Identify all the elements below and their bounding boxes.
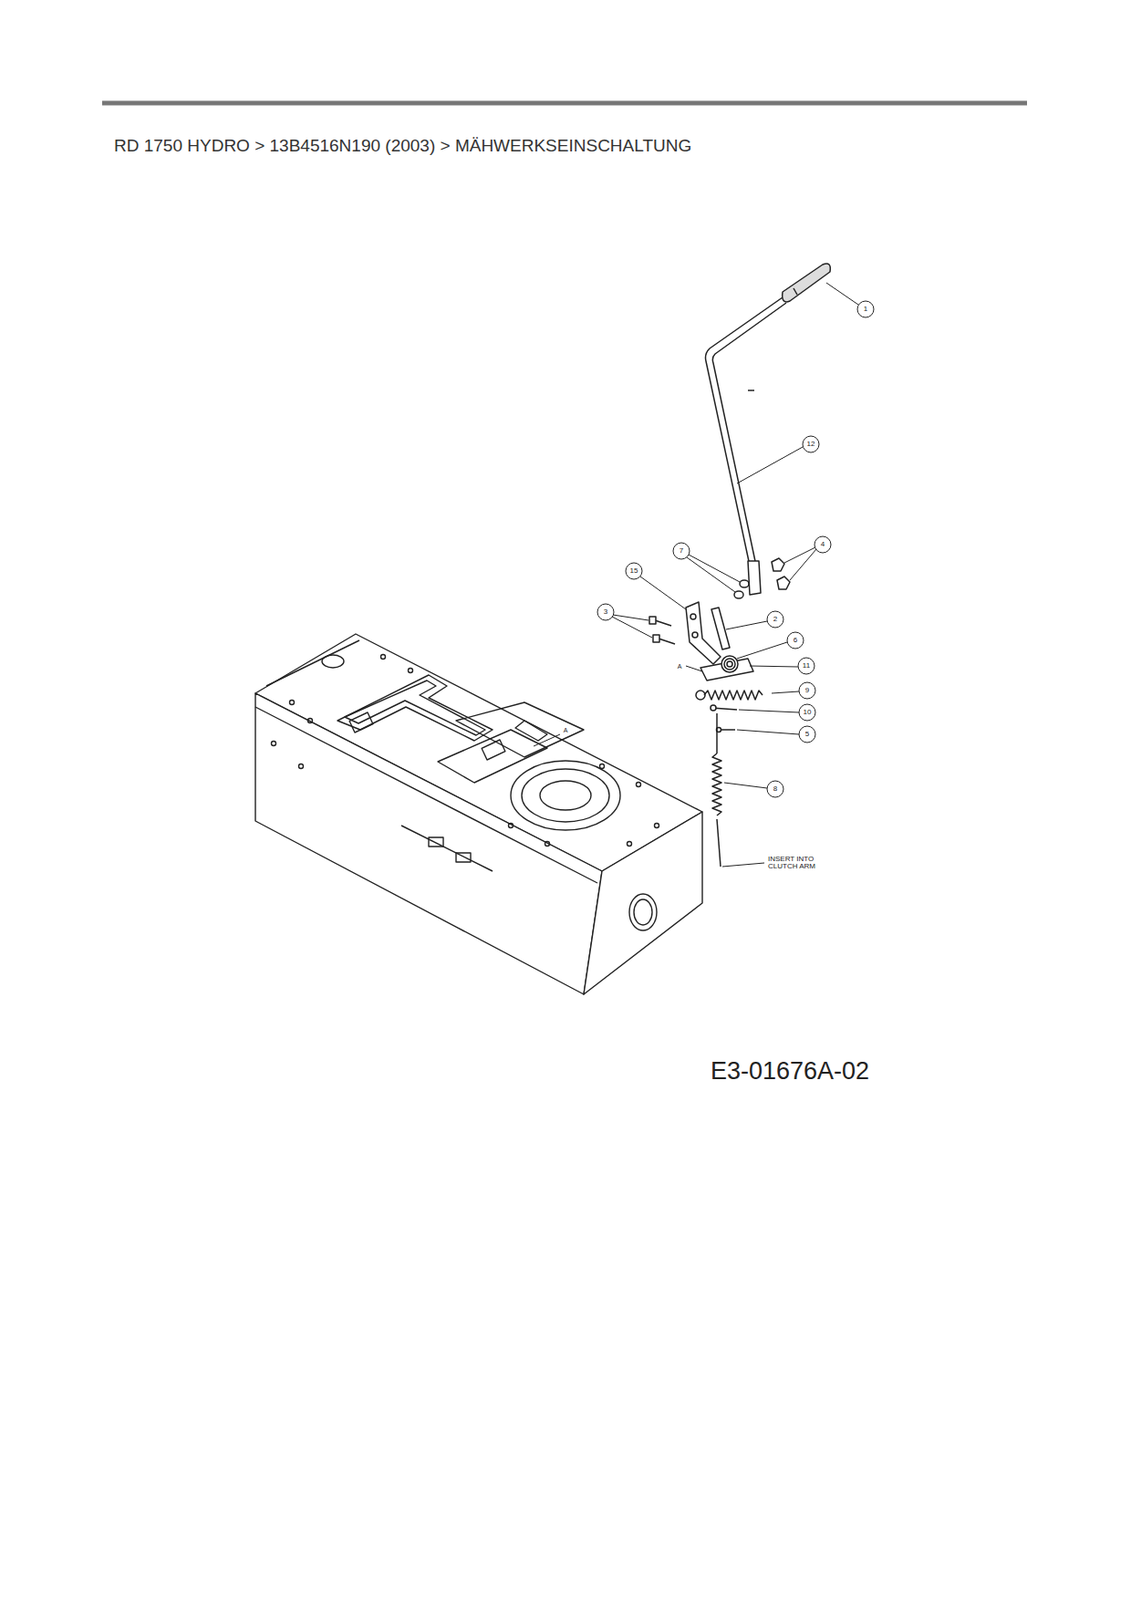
callout-number: 2 [773,615,778,624]
callout-number: 7 [679,547,684,556]
callout-number: 5 [805,730,810,739]
callout-number: 10 [803,708,812,717]
callout-number: 3 [603,608,608,617]
header-rule [102,101,1028,106]
callout-number: 15 [630,567,639,576]
page-heading: RD 1750 HYDRO > 13B4516N190 (2003) > MÄH… [114,136,692,156]
assembly-note: INSERT INTO CLUTCH ARM [767,855,820,872]
reference-letter: A [563,726,569,735]
callout-leaders [533,282,874,798]
callout-number: 11 [802,662,810,671]
frame-drawing [255,633,703,995]
callout-number: 4 [820,540,825,550]
callout-number: 8 [773,785,778,794]
reference-letter: A [677,663,683,671]
callout-number: 12 [807,440,816,449]
callout-number: 1 [863,305,868,314]
drawing-number: E3-01676A-02 [710,1058,870,1086]
lever-drawing [649,263,831,867]
callout-number: 6 [793,636,798,645]
callout-number: 9 [805,686,810,696]
